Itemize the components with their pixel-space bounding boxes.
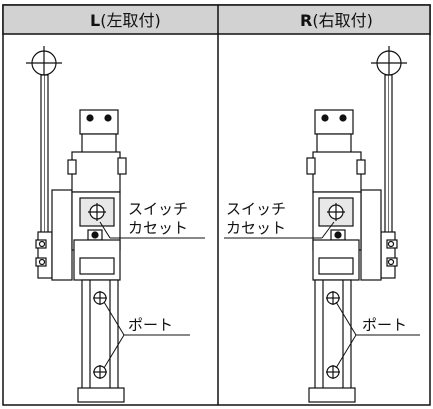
right-switch-label-1: スイッチ bbox=[226, 200, 286, 218]
right-top-block bbox=[314, 109, 354, 135]
right-port-label: ポート bbox=[362, 316, 407, 334]
left-switch-label-2: カセット bbox=[128, 219, 188, 237]
left-switch-label-1: スイッチ bbox=[128, 200, 188, 218]
right-switch-label-2: カセット bbox=[226, 219, 286, 237]
left-top-block bbox=[79, 109, 119, 135]
header-row bbox=[2, 4, 431, 35]
right-clamp-drawing bbox=[306, 46, 407, 403]
left-port-label: ポート bbox=[128, 316, 173, 334]
header-right: R(右取付) bbox=[300, 11, 373, 30]
left-clamp-drawing bbox=[26, 46, 127, 403]
header-left: L(左取付) bbox=[90, 11, 161, 30]
